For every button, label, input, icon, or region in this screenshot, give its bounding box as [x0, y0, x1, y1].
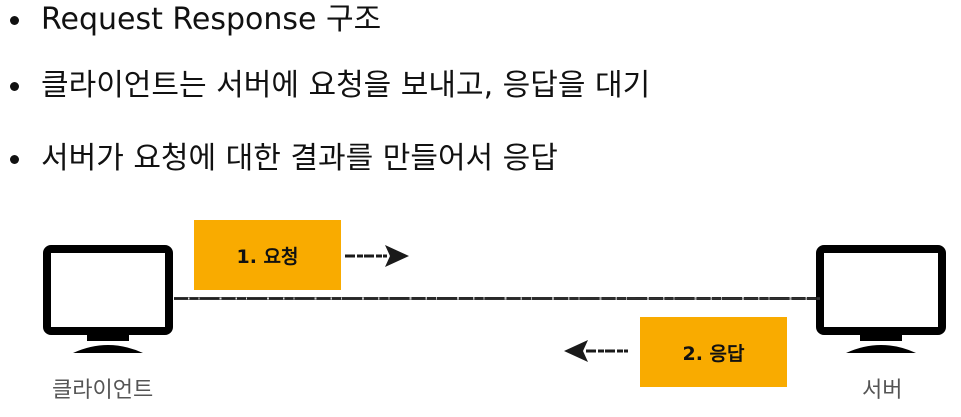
connection-line [174, 297, 820, 300]
client-monitor-icon [43, 245, 173, 353]
server-caption: 서버 [862, 378, 903, 403]
bullet-item-3: 서버가 요청에 대한 결과를 만들어서 응답 [10, 139, 558, 179]
bullet-text: Request Response 구조 [41, 2, 382, 37]
bullet-dot-icon [10, 154, 19, 164]
bullet-text: 서버가 요청에 대한 결과를 만들어서 응답 [41, 141, 558, 176]
server-monitor-icon [816, 245, 946, 353]
request-box: 1. 요청 [194, 220, 341, 290]
bullet-item-1: Request Response 구조 [10, 0, 381, 40]
response-box: 2. 응답 [640, 317, 787, 387]
bullet-dot-icon [10, 15, 19, 25]
arrow-right-icon [345, 245, 409, 267]
arrow-left-icon [564, 340, 628, 362]
bullet-dot-icon [10, 81, 19, 91]
response-label: 2. 응답 [682, 342, 745, 365]
bullet-text: 클라이언트는 서버에 요청을 보내고, 응답을 대기 [41, 68, 651, 103]
bullet-item-2: 클라이언트는 서버에 요청을 보내고, 응답을 대기 [10, 66, 650, 106]
request-label: 1. 요청 [236, 245, 299, 268]
client-caption: 클라이언트 [52, 378, 154, 403]
